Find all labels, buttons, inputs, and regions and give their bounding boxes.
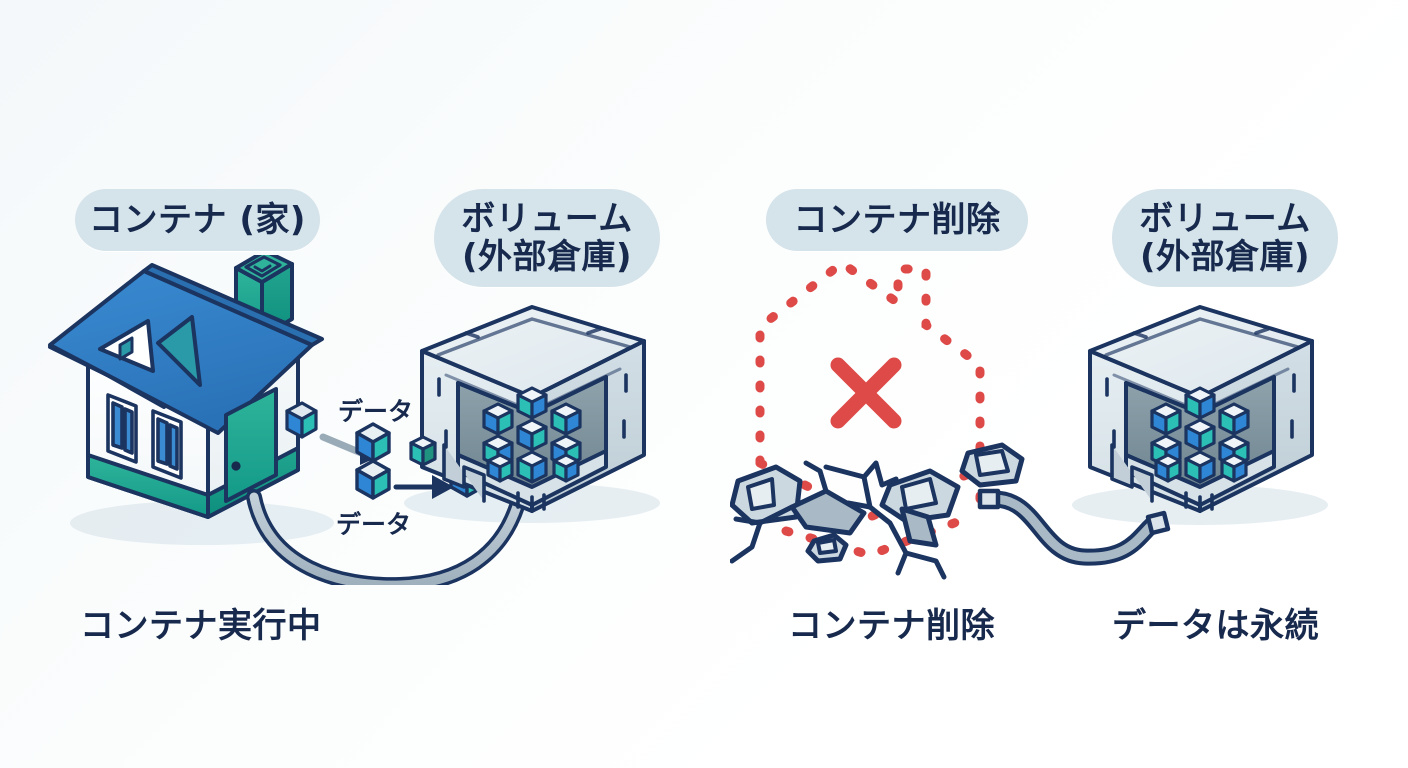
badge-container-house: コンテナ (家)	[75, 189, 320, 251]
disconnected-pipe-icon	[977, 488, 1171, 566]
caption-data-persists: データは永続	[1112, 606, 1319, 646]
container-house-icon	[48, 255, 324, 519]
red-x-mark-icon	[830, 357, 902, 429]
data-flow-label-1: データ	[338, 397, 414, 426]
left-panel-illustration	[48, 255, 660, 585]
volume-warehouse-icon-right	[1088, 305, 1314, 513]
data-flow-label-2: データ	[336, 510, 412, 539]
badge-volume-left: ボリューム (外部倉庫)	[434, 189, 660, 287]
caption-container-running: コンテナ実行中	[80, 606, 322, 646]
caption-container-deleted: コンテナ削除	[788, 606, 995, 646]
data-pipe	[246, 489, 526, 585]
badge-container-deleted: コンテナ削除	[766, 189, 1028, 251]
rubble-debris	[730, 442, 1025, 580]
badge-volume-right: ボリューム (外部倉庫)	[1112, 189, 1338, 287]
right-panel-illustration	[730, 257, 1328, 580]
volume-warehouse-icon	[409, 305, 646, 513]
